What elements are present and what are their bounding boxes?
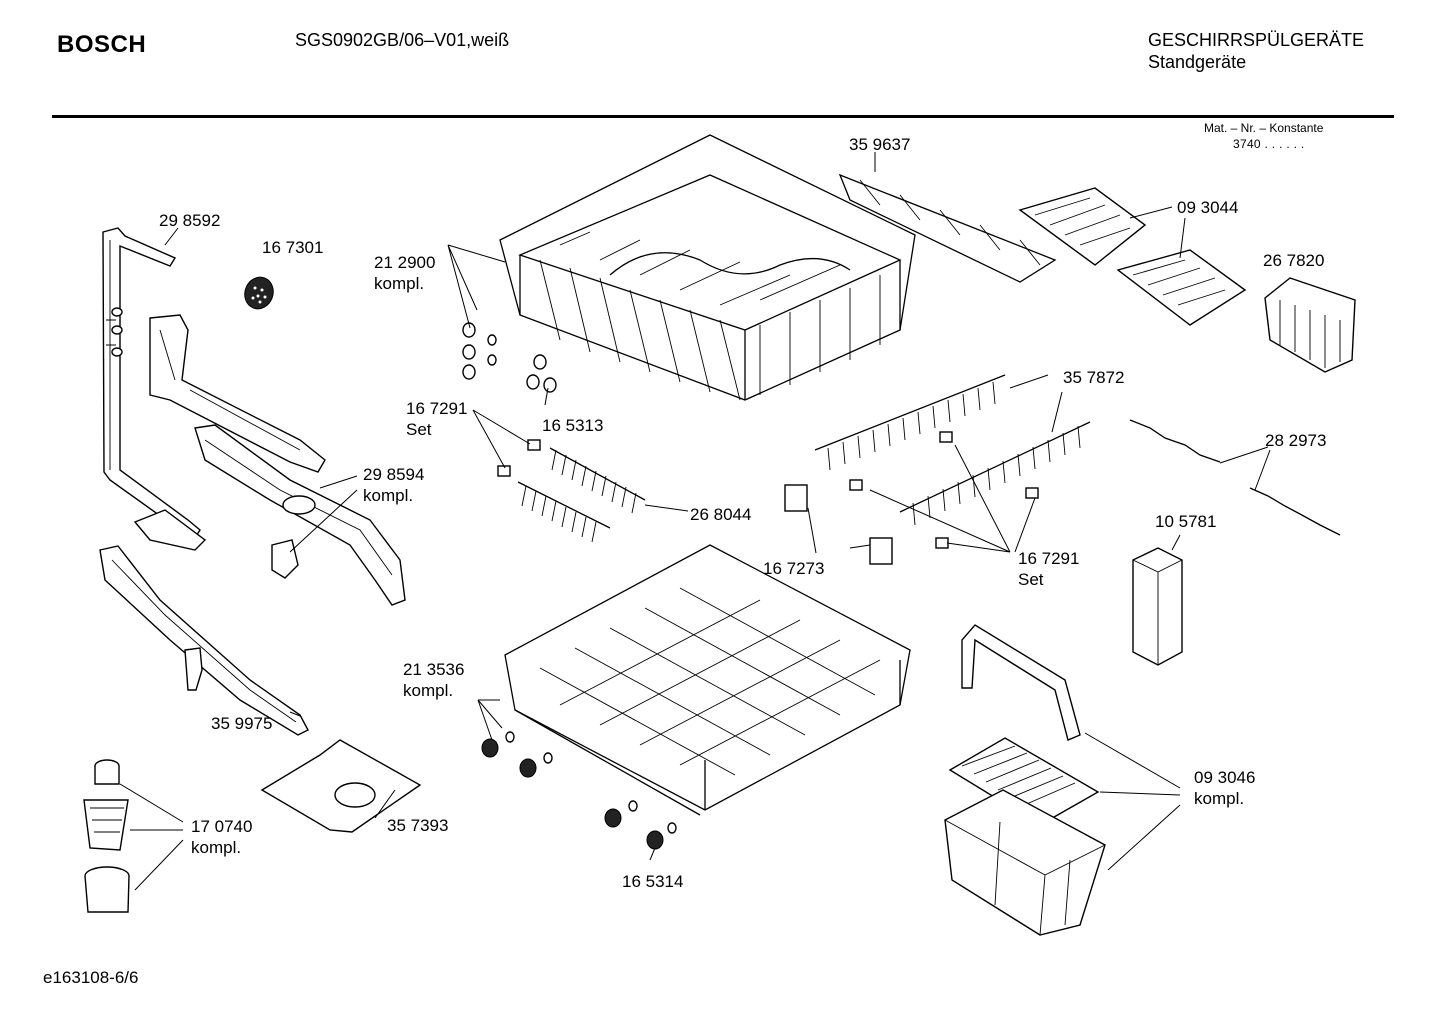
- cap-part: [244, 276, 274, 310]
- callout-09-3044: 09 3044: [1177, 198, 1239, 217]
- filter-set-part: [83, 759, 130, 913]
- cutlery-basket-part: [944, 624, 1106, 936]
- callout-35-7872: 35 7872: [1063, 368, 1125, 387]
- lower-basket-part: [504, 544, 911, 816]
- cutlery-rack-part: [838, 173, 1057, 283]
- upper-basket-part: [499, 134, 916, 401]
- model-number: SGS0902GB/06–V01,weiß: [295, 30, 510, 50]
- callout-16-7301: 16 7301: [262, 238, 324, 257]
- supply-pipe-part: [102, 227, 207, 551]
- callout-10-5781: 10 5781: [1155, 512, 1217, 531]
- spray-arm-hub-part: [271, 539, 299, 579]
- cup-rack-tines-part: [497, 439, 646, 543]
- header-divider: [52, 115, 1394, 118]
- knife-rail-part: [1129, 419, 1341, 536]
- lower-spray-arm-part: [99, 545, 309, 736]
- material-number-label: Mat. – Nr. – Konstante: [1204, 121, 1324, 135]
- small-cutlery-basket-part: [1264, 277, 1356, 373]
- callout-29-8592: 29 8592: [159, 211, 221, 230]
- callout-35-9975: 35 9975: [211, 714, 273, 733]
- product-category: GESCHIRRSPÜLGERÄTE: [1148, 30, 1365, 50]
- rack-clip-part: [784, 484, 893, 565]
- product-subcategory: Standgeräte: [1148, 52, 1247, 72]
- upper-spray-arm-part: [194, 424, 406, 606]
- document-id: e163108-6/6: [43, 968, 139, 987]
- fold-tines-part: [814, 374, 1091, 549]
- mesh-insert-part: [1018, 187, 1247, 326]
- brand-logo: BOSCH: [57, 31, 147, 58]
- lower-basket-rollers-part: [481, 731, 677, 850]
- material-number-value: 3740 . . . . . .: [1233, 137, 1305, 151]
- upper-arm-feed-part: [149, 314, 326, 473]
- callout-28-2973: 28 2973: [1265, 431, 1327, 450]
- callout-35-9637: 35 9637: [849, 135, 911, 154]
- tall-holder-part: [1132, 547, 1183, 666]
- callout-16-5314: 16 5314: [622, 872, 684, 891]
- upper-basket-rollers-part: [462, 322, 557, 393]
- leader-lines: [119, 152, 1271, 891]
- callout-16-5313: 16 5313: [542, 416, 604, 435]
- callout-35-7393: 35 7393: [387, 816, 449, 835]
- callout-16-7273: 16 7273: [763, 559, 825, 578]
- sump-cover-part: [260, 739, 422, 833]
- callout-26-8044: 26 8044: [690, 505, 752, 524]
- callout-26-7820: 26 7820: [1263, 251, 1325, 270]
